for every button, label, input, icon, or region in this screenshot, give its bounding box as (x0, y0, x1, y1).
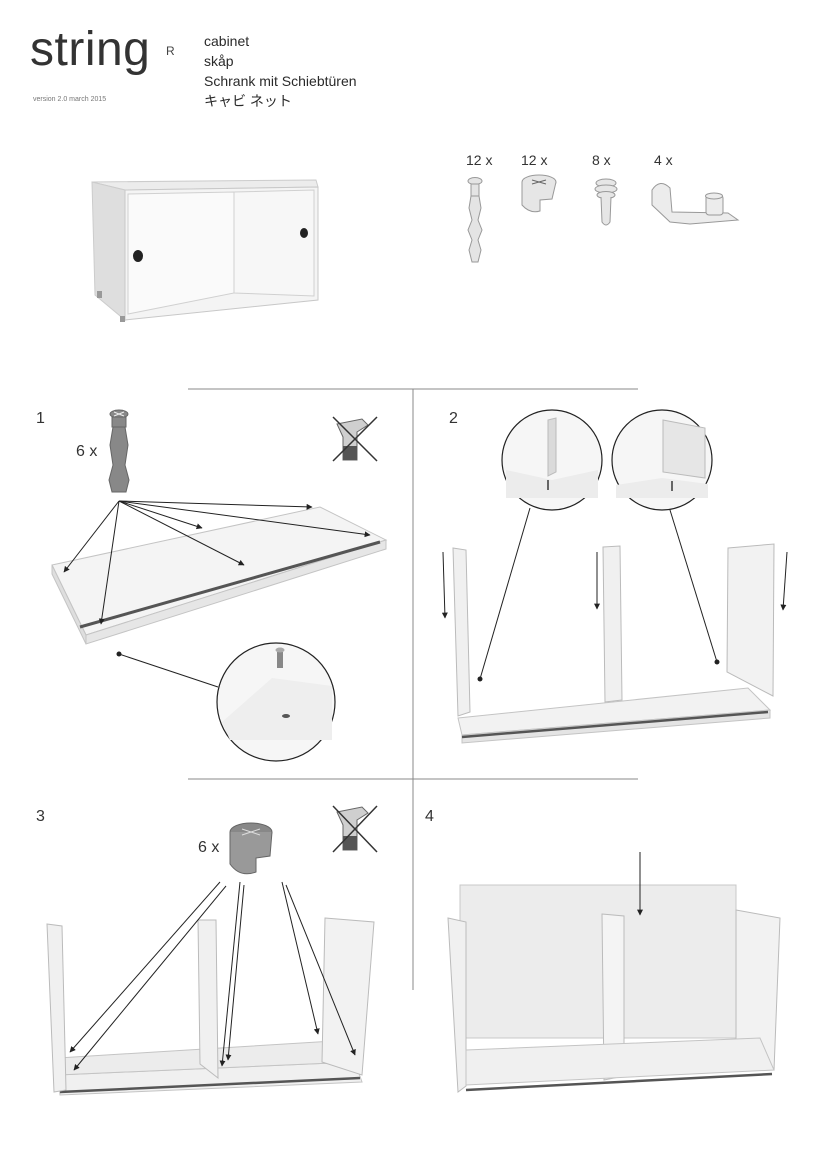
title-sv: skåp (204, 53, 234, 69)
part-qty-hook: 4 x (654, 152, 673, 168)
step-2-panels (452, 543, 775, 744)
grid-dividers (188, 388, 638, 990)
wall-hook-icon (651, 183, 740, 225)
brand-logo: string (30, 23, 151, 76)
step-3-cam-lock-icon (229, 822, 273, 875)
assembled-cabinet-illustration (91, 179, 319, 322)
step-1-number: 1 (36, 410, 45, 427)
version-label: version 2.0 march 2015 (33, 96, 107, 103)
step-1-dowel-icon (108, 409, 130, 493)
step-2-detail-view-left (501, 409, 603, 511)
cam-lock-icon (521, 174, 557, 213)
step-2-detail-dot-right (714, 659, 720, 665)
dowel-screw-icon (467, 177, 483, 263)
step-2-detail-view-right (611, 409, 713, 511)
brand-registered-mark: R (166, 44, 175, 58)
step-4-cabinet-back (447, 884, 781, 1093)
no-drill-icon-1 (332, 416, 378, 462)
step-3-number: 3 (36, 808, 45, 825)
step-2-arrows (441, 507, 788, 680)
step-1-multiplier: 6 x (76, 443, 98, 460)
step-1-detail-view (116, 642, 336, 762)
title-en: cabinet (204, 33, 250, 49)
part-qty-cam-lock: 12 x (521, 152, 548, 168)
step-2-number: 2 (449, 410, 458, 427)
step-3-frame (46, 917, 375, 1096)
part-qty-dowel: 12 x (466, 152, 493, 168)
title-ja: キャビ ネット (204, 93, 292, 109)
title-de: Schrank mit Schiebtüren (204, 73, 357, 89)
part-qty-connector: 8 x (592, 152, 611, 168)
step-3-arrows (69, 881, 356, 1071)
step-2-detail-dot-left (477, 676, 483, 682)
connector-bolt-icon (594, 178, 618, 226)
product-titles: cabinet skåp Schrank mit Schiebtüren キャビ… (204, 31, 357, 111)
step-1-dowel-arrows (63, 500, 371, 625)
step-4-number: 4 (425, 808, 434, 825)
step-3-multiplier: 6 x (198, 839, 220, 856)
step-1-bottom-panel (51, 506, 388, 645)
no-drill-icon-2 (332, 805, 378, 853)
